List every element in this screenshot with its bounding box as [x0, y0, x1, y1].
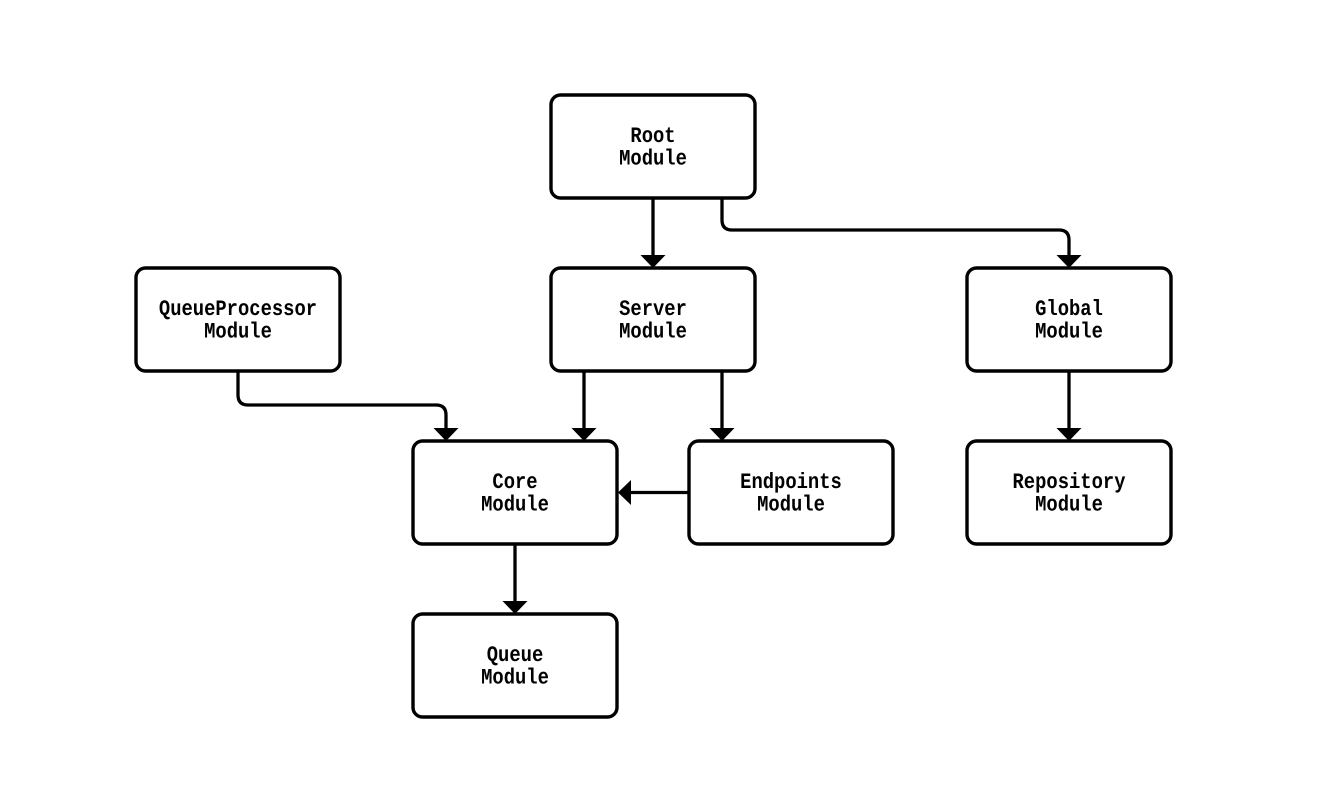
svg-text:QueueModule: QueueModule [481, 643, 549, 691]
svg-text:RootModule: RootModule [619, 124, 687, 172]
svg-text:CoreModule: CoreModule [481, 470, 549, 518]
svg-text:QueueProcessorModule: QueueProcessorModule [159, 297, 317, 345]
svg-text:GlobalModule: GlobalModule [1035, 297, 1103, 345]
svg-text:RepositoryModule: RepositoryModule [1013, 470, 1126, 518]
svg-text:ServerModule: ServerModule [619, 297, 687, 345]
svg-text:EndpointsModule: EndpointsModule [740, 470, 842, 518]
